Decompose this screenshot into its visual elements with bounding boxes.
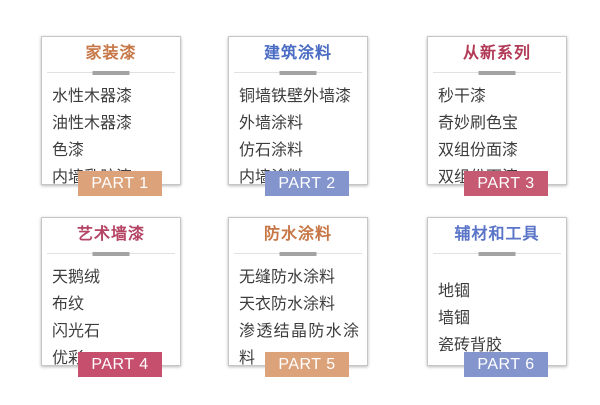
product-item: 布纹 xyxy=(52,296,85,313)
category-card-4: 艺术墙漆 天鹅绒 布纹 闪光石 优彩 PART 4 xyxy=(41,217,181,377)
category-card-2: 建筑涂料 铜墙铁壁外墙漆 外墙涂料 仿石涂料 内墙涂料 PART 2 xyxy=(228,36,368,196)
part-badge: PART 6 xyxy=(464,352,548,377)
card-title: 防水涂料 xyxy=(263,226,332,243)
product-item: 秒干漆 xyxy=(438,88,487,105)
card-title: 艺术墙漆 xyxy=(76,226,145,243)
part-badge: PART 1 xyxy=(78,171,162,196)
product-item: 奇妙刷色宝 xyxy=(438,115,519,132)
card-title: 建筑涂料 xyxy=(263,45,332,62)
category-card-1: 家装漆 水性木器漆 油性木器漆 色漆 内墙乳胶漆 PART 1 xyxy=(41,36,181,196)
product-item: 无缝防水涂料 xyxy=(239,269,336,286)
category-card-5: 防水涂料 无缝防水涂料 天衣防水涂料 渗透结晶防水涂料 PART 5 xyxy=(228,217,368,377)
divider-accent xyxy=(92,252,130,256)
product-item: 油性木器漆 xyxy=(52,115,133,132)
product-item: 渗透结晶防水涂料 xyxy=(239,323,359,367)
title-divider xyxy=(433,71,561,75)
divider-accent xyxy=(279,252,317,256)
card-title: 从新系列 xyxy=(462,45,531,62)
product-item: 铜墙铁壁外墙漆 xyxy=(239,88,352,105)
product-item: 色漆 xyxy=(52,142,85,159)
card-title: 辅材和工具 xyxy=(454,226,540,243)
part-badge: PART 4 xyxy=(78,352,162,377)
product-list: 秒干漆 奇妙刷色宝 双组份面漆 双组份面漆 xyxy=(428,83,566,191)
title-divider xyxy=(47,71,175,75)
product-item: 墙锢 xyxy=(438,310,471,327)
product-item: 闪光石 xyxy=(52,323,101,340)
product-item: 仿石涂料 xyxy=(239,142,304,159)
product-list: 天鹅绒 布纹 闪光石 优彩 xyxy=(42,264,180,372)
divider-accent xyxy=(279,71,317,75)
part-badge: PART 2 xyxy=(265,171,349,196)
product-list: 无缝防水涂料 天衣防水涂料 渗透结晶防水涂料 xyxy=(229,264,367,372)
part-badge: PART 5 xyxy=(265,352,349,377)
product-item: 天鹅绒 xyxy=(52,269,101,286)
product-item: 瓷砖背胶 xyxy=(438,337,503,354)
divider-accent xyxy=(478,252,516,256)
card-title: 家装漆 xyxy=(85,45,137,62)
product-list: 地锢 墙锢 瓷砖背胶 xyxy=(428,278,566,359)
product-item: 水性木器漆 xyxy=(52,88,133,105)
product-item: 优彩 xyxy=(52,350,85,367)
divider-accent xyxy=(92,71,130,75)
category-card-3: 从新系列 秒干漆 奇妙刷色宝 双组份面漆 双组份面漆 PART 3 xyxy=(427,36,567,196)
title-divider xyxy=(433,252,561,256)
divider-accent xyxy=(478,71,516,75)
product-item: 外墙涂料 xyxy=(239,115,304,132)
product-item: 天衣防水涂料 xyxy=(239,296,336,313)
category-card-6: 辅材和工具 地锢 墙锢 瓷砖背胶 PART 6 xyxy=(427,217,567,377)
title-divider xyxy=(47,252,175,256)
product-item: 地锢 xyxy=(438,283,471,300)
title-divider xyxy=(234,71,362,75)
part-badge: PART 3 xyxy=(464,171,548,196)
title-divider xyxy=(234,252,362,256)
product-item: 双组份面漆 xyxy=(438,142,519,159)
